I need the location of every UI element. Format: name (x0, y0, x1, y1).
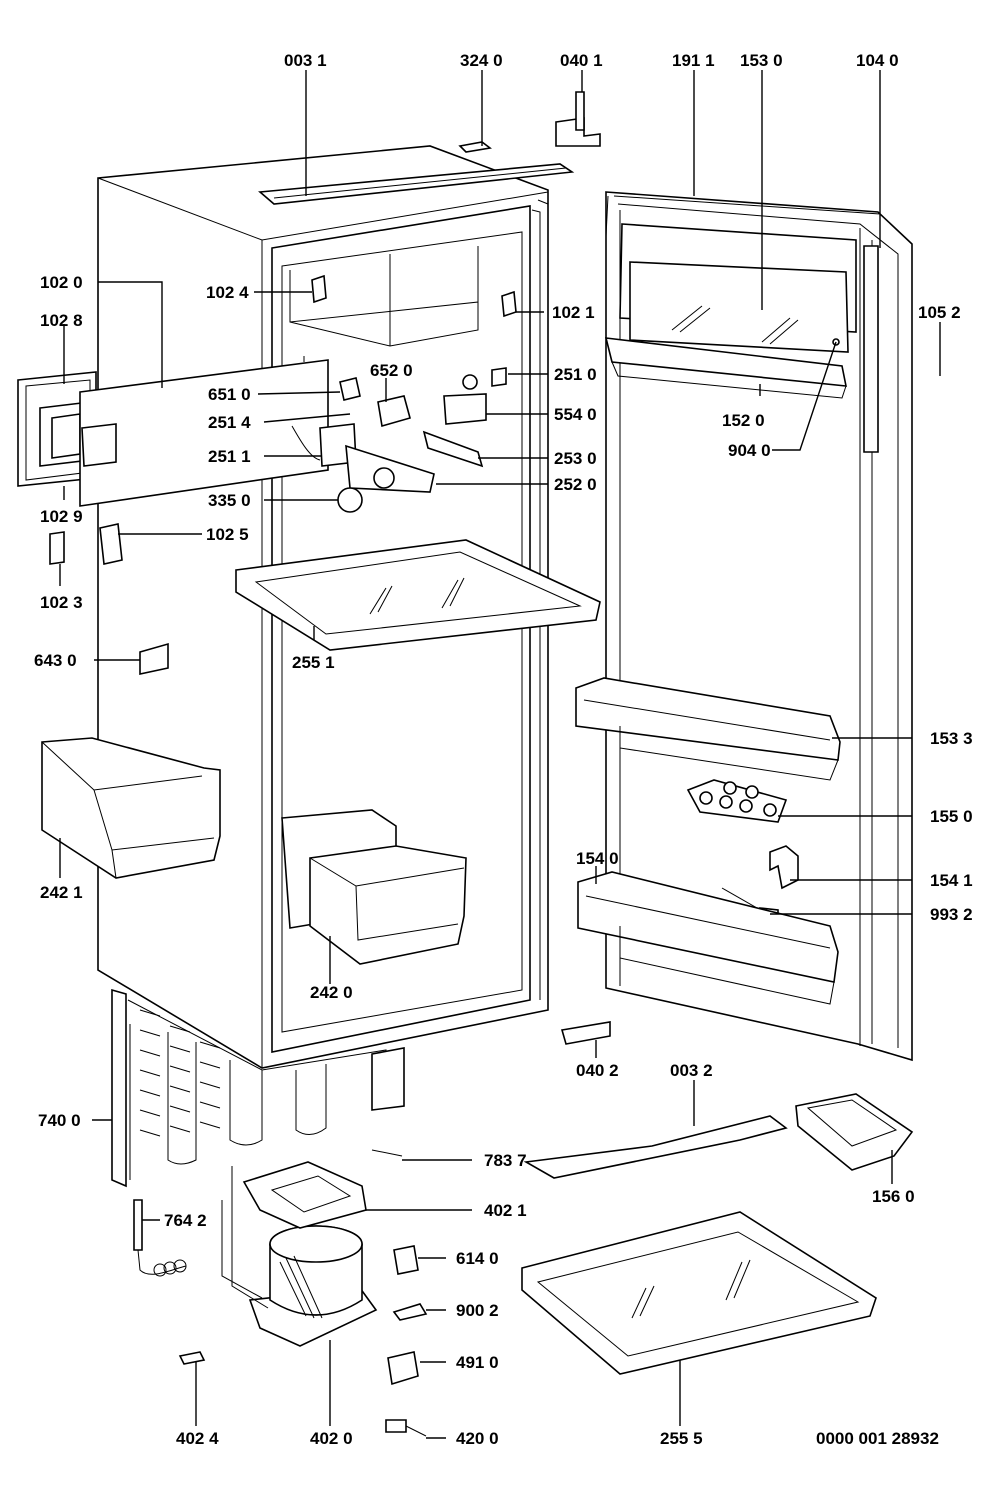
label-1560: 156 0 (872, 1187, 915, 1206)
ice-tray (795, 1093, 914, 1171)
clip-324 (458, 141, 492, 153)
label-1541: 154 1 (930, 871, 973, 890)
label-9040: 904 0 (728, 441, 771, 460)
label-0402: 040 2 (576, 1061, 619, 1080)
protector-9002 (392, 1303, 428, 1321)
label-0031: 003 1 (284, 51, 327, 70)
label-1021: 102 1 (552, 303, 595, 322)
condenser (111, 988, 405, 1188)
door-shelf-middle (575, 677, 841, 781)
switch-plate (139, 642, 169, 675)
label-9002: 900 2 (456, 1301, 499, 1320)
label-2520: 252 0 (554, 475, 597, 494)
label-1024: 102 4 (206, 283, 249, 302)
label-2510: 251 0 (554, 365, 597, 384)
label-3350: 335 0 (208, 491, 251, 510)
label-2551: 255 1 (292, 653, 335, 672)
compressor (221, 1166, 378, 1347)
label-1020: 102 0 (40, 273, 83, 292)
door-bin-242-1 (41, 737, 221, 879)
bottom-cover-plate (523, 1115, 788, 1179)
label-7642: 764 2 (164, 1211, 207, 1230)
label-4200: 420 0 (456, 1429, 499, 1448)
clip-4024 (178, 1351, 206, 1365)
freezer-flap (79, 356, 329, 507)
label-1540: 154 0 (576, 849, 619, 868)
thermostat-assembly (291, 367, 507, 493)
cover-4910 (387, 1351, 419, 1386)
label-6520: 652 0 (370, 361, 413, 380)
bottle-clip (769, 845, 799, 890)
label-7837: 783 7 (484, 1151, 527, 1170)
label-1025: 102 5 (206, 525, 249, 544)
label-6140: 614 0 (456, 1249, 499, 1268)
label-3240: 324 0 (460, 51, 503, 70)
glass-shelf-lower (521, 1211, 877, 1375)
label-1520: 152 0 (722, 411, 765, 430)
label-6430: 643 0 (34, 651, 77, 670)
hinge-bracket-top (555, 91, 601, 147)
butter-compartment (604, 223, 857, 399)
label-1028: 102 8 (40, 311, 83, 330)
label-4020: 402 0 (310, 1429, 353, 1448)
glass-shelf-upper (235, 539, 601, 651)
egg-tray (686, 779, 788, 823)
label-1029: 102 9 (40, 507, 83, 526)
part-labels: 003 1 324 0 040 1 191 1 153 0 104 0 102 … (34, 51, 973, 1448)
door-shelf-lower (577, 871, 839, 1005)
label-0401: 040 1 (560, 51, 603, 70)
label-1530: 153 0 (740, 51, 783, 70)
bracket-1021 (501, 290, 517, 318)
label-1052: 105 2 (918, 303, 961, 322)
label-2420: 242 0 (310, 983, 353, 1002)
label-0032: 003 2 (670, 1061, 713, 1080)
hinge-bracket-bottom (560, 1021, 611, 1045)
hinge-pin (49, 531, 65, 565)
label-4024: 402 4 (176, 1429, 219, 1448)
label-2511: 251 1 (208, 447, 251, 466)
label-1533: 153 3 (930, 729, 973, 748)
label-4021: 402 1 (484, 1201, 527, 1220)
label-7400: 740 0 (38, 1111, 81, 1130)
capillary-dryer (133, 1199, 187, 1277)
label-2421: 242 1 (40, 883, 83, 902)
label-6510: 651 0 (208, 385, 251, 404)
doc-number: 0000 001 28932 (816, 1429, 939, 1448)
crisper-drawer (281, 809, 467, 965)
leader-lines (59, 70, 941, 1439)
label-9932: 993 2 (930, 905, 973, 924)
door-frame (605, 191, 913, 1062)
label-4910: 491 0 (456, 1353, 499, 1372)
hinge-cover (99, 523, 123, 565)
capacitor-4200 (385, 1419, 407, 1433)
label-1911: 191 1 (672, 51, 715, 70)
label-1550: 155 0 (930, 807, 973, 826)
label-5540: 554 0 (554, 405, 597, 424)
control-knob (337, 487, 363, 513)
compressor-bracket (242, 1161, 367, 1229)
label-2514: 251 4 (208, 413, 251, 432)
label-1040: 104 0 (856, 51, 899, 70)
relay-6140 (393, 1245, 419, 1275)
drain-pin (371, 1149, 403, 1157)
label-1023: 102 3 (40, 593, 83, 612)
top-trim-strip (258, 163, 575, 205)
label-2555: 255 5 (660, 1429, 703, 1448)
label-2530: 253 0 (554, 449, 597, 468)
bracket-1024 (311, 274, 327, 304)
freezer-flap-frame (17, 371, 97, 487)
